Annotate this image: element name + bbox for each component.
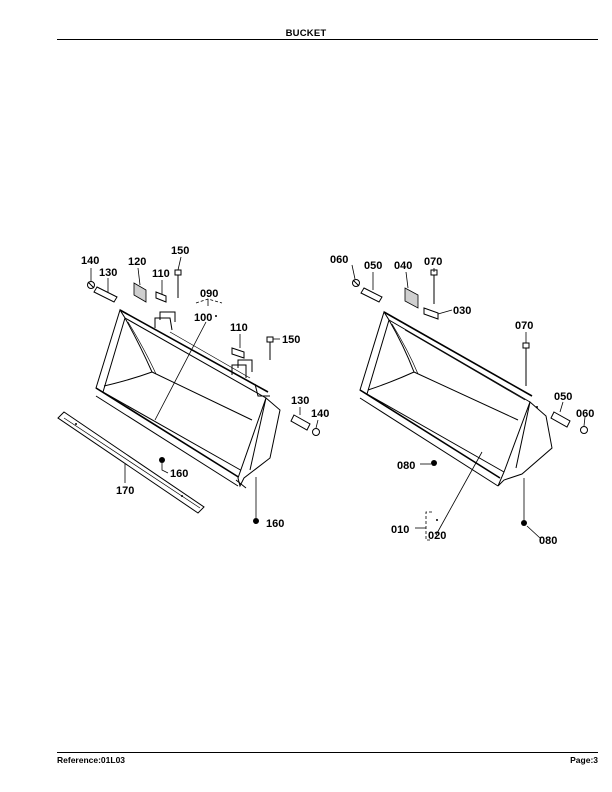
- pin-130-b: [290, 414, 311, 431]
- bolt-160-a: [159, 457, 165, 463]
- callout-040: 040: [394, 260, 412, 272]
- callout-150-b: 150: [282, 334, 300, 346]
- callout-120: 120: [128, 256, 146, 268]
- callout-130-b: 130: [291, 395, 309, 407]
- left-bucket: [95, 308, 281, 489]
- callout-060-b: 060: [576, 408, 594, 420]
- plate-110-a: [155, 291, 167, 303]
- callout-100: 100: [194, 312, 212, 324]
- callout-160-a: 160: [170, 468, 188, 480]
- left-labels: 140 130 120 150 110 090 100 110 150 130 …: [81, 245, 329, 530]
- callout-140-a: 140: [81, 255, 99, 267]
- right-labels: 060 050 040 070 030 070 050 060 080 010 …: [330, 254, 594, 547]
- callout-050-b: 050: [554, 391, 572, 403]
- right-bucket-hardware: [352, 269, 588, 526]
- callout-080-b: 080: [539, 535, 557, 547]
- callout-110-a: 110: [152, 268, 170, 280]
- shim-040: [404, 287, 419, 309]
- footer-rule: [57, 752, 598, 753]
- bolt-160-b: [253, 518, 259, 524]
- left-bucket-hardware: [87, 269, 320, 524]
- callout-050-a: 050: [364, 260, 382, 272]
- callout-160-b: 160: [266, 518, 284, 530]
- plate-030: [423, 307, 439, 320]
- pin-050-b: [550, 411, 571, 428]
- nut-140-b: [312, 428, 320, 436]
- callout-070-b: 070: [515, 320, 533, 332]
- page-number: Page:3: [570, 755, 598, 765]
- plate-110-b: [231, 347, 245, 359]
- pin-130-a: [93, 286, 118, 303]
- right-leader-lines: [351, 264, 586, 541]
- callout-150-a: 150: [171, 245, 189, 257]
- callout-030: 030: [453, 305, 471, 317]
- header-rule: [57, 39, 598, 40]
- page-title: BUCKET: [285, 28, 327, 39]
- nut-060-b: [580, 426, 588, 434]
- reference-label: Reference:01L03: [57, 755, 126, 765]
- callout-010: 010: [391, 524, 409, 536]
- callout-140-b: 140: [311, 408, 329, 420]
- right-bucket: [359, 310, 553, 487]
- shim-120: [133, 282, 147, 303]
- left-leader-lines: [90, 256, 319, 518]
- callout-090: 090: [200, 288, 218, 300]
- callout-020: 020: [428, 530, 446, 542]
- pin-050-a: [360, 287, 383, 303]
- callout-070-a: 070: [424, 256, 442, 268]
- cutting-edge-170: [57, 411, 205, 514]
- callout-060-a: 060: [330, 254, 348, 266]
- callout-080-a: 080: [397, 460, 415, 472]
- bolt-080-b: [521, 520, 527, 526]
- callout-170: 170: [116, 485, 134, 497]
- callout-110-b: 110: [230, 322, 248, 334]
- bolt-080-a: [431, 460, 437, 466]
- callout-130-a: 130: [99, 267, 117, 279]
